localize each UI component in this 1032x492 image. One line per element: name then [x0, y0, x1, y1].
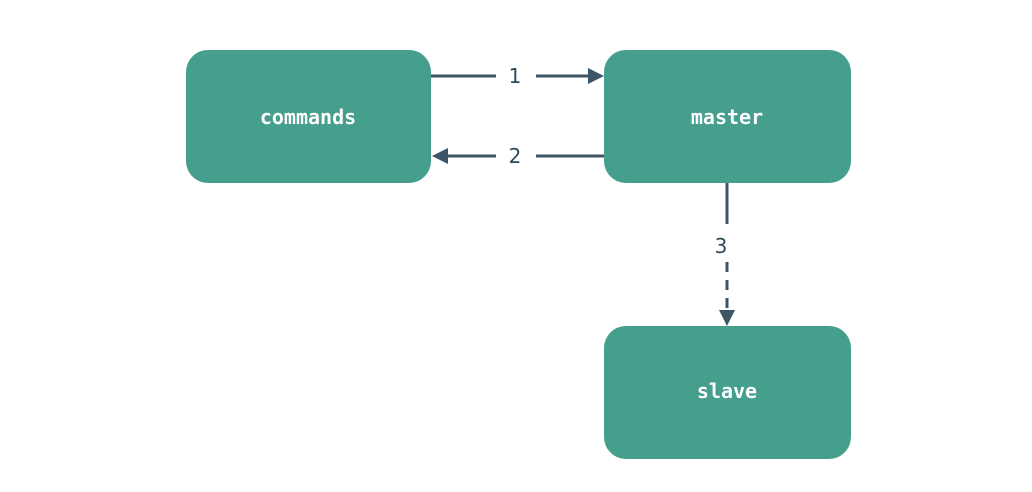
- node-slave-label: slave: [697, 379, 757, 403]
- node-slave: slave: [604, 326, 851, 459]
- edge-2-arrowhead-icon: [432, 148, 448, 164]
- edge-2-label: 2: [509, 144, 522, 168]
- node-master-box: [604, 50, 851, 183]
- edge-3-master-to-slave: 3: [715, 183, 735, 326]
- node-commands-box: [186, 50, 431, 183]
- node-slave-box: [604, 326, 851, 459]
- node-master: master: [604, 50, 851, 183]
- edge-3-arrowhead-icon: [719, 310, 735, 326]
- edge-2-master-to-commands: 2: [432, 144, 604, 168]
- node-commands-label: commands: [260, 105, 356, 129]
- edge-3-label: 3: [715, 234, 728, 258]
- node-commands: commands: [186, 50, 431, 183]
- edge-1-commands-to-master: 1: [431, 64, 604, 88]
- edge-1-arrowhead-icon: [588, 68, 604, 84]
- node-master-label: master: [691, 105, 763, 129]
- edge-1-label: 1: [509, 64, 522, 88]
